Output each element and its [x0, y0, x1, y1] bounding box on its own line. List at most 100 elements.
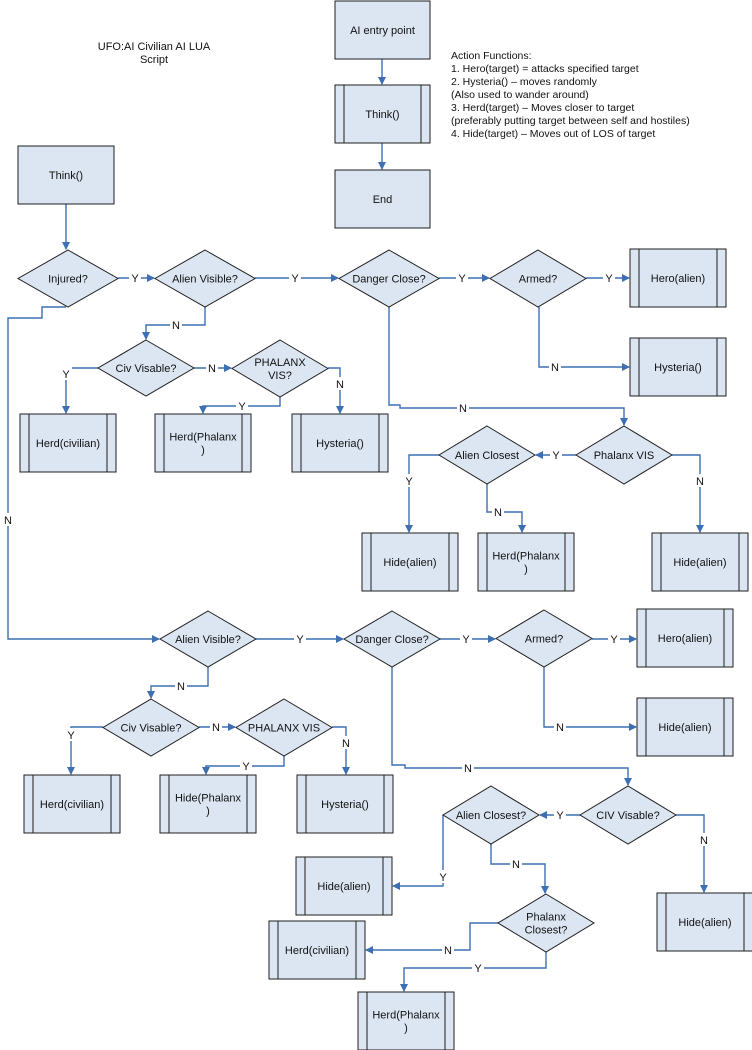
edge-label-background: [236, 399, 248, 412]
edge-label-background: [334, 377, 346, 390]
process-box: [629, 248, 727, 308]
edge-label-yes: Y: [556, 810, 564, 822]
edge-label-no: N: [177, 681, 185, 693]
edge-label-no: N: [464, 763, 472, 775]
node-hide-alien-2: Hide(alien): [651, 532, 749, 592]
edge-label-background: [462, 761, 474, 774]
edge-alien_closest_2-to-hide_alien_4: [392, 815, 444, 890]
edge-label-yes: Y: [62, 369, 70, 381]
decision-diamond: [16, 249, 120, 308]
node-herd-civ-2: Herd(civilian): [23, 774, 121, 834]
edge-label-no: N: [700, 835, 708, 847]
edge-label-no: N: [551, 362, 559, 374]
diagram-title: UFO:AI Civilian AI LUA Script: [80, 41, 228, 67]
node-label: Herd(civilian): [40, 799, 104, 811]
node-label: Herd(civilian): [285, 945, 349, 957]
node-alien-closest-2: Alien Closest?: [442, 785, 540, 845]
node-herd-civ-1: Herd(civilian): [19, 413, 117, 473]
node-label: ): [201, 445, 205, 457]
node-alien-vis-1: Alien Visible?: [153, 249, 257, 308]
edge-label-background: [206, 361, 218, 374]
edge-label-background: [294, 632, 306, 645]
node-label: Closest?: [525, 925, 568, 937]
node-label: ): [206, 806, 210, 818]
edge-phalanx_vis_3-to-hysteria_3: [332, 726, 350, 775]
node-entry: AI entry point: [334, 0, 431, 60]
node-label: PHALANX VIS: [248, 723, 320, 735]
edge-label-background: [210, 720, 222, 733]
edge-label-background: [492, 505, 504, 518]
edge-label-background: [457, 401, 469, 414]
edge-label-yes: Y: [242, 761, 250, 773]
edge-label-no: N: [494, 507, 502, 519]
node-label: Danger Close?: [352, 274, 425, 286]
node-civ-vis-2: Civ Visable?: [102, 698, 200, 757]
node-label: Alien Visible?: [172, 274, 238, 286]
legend-line: 2. Hysteria() – moves randomly: [451, 76, 597, 88]
decision-diamond: [159, 610, 257, 668]
node-label: Hide(Phalanx: [175, 793, 242, 805]
edge-label-background: [608, 632, 620, 645]
node-civ-vis-3: CIV Visable?: [579, 785, 677, 845]
node-herd-phalanx-2: Herd(Phalanx): [477, 532, 575, 592]
edge-label-background: [60, 367, 72, 380]
process-box: [154, 413, 252, 473]
edge-label-yes: Y: [296, 634, 304, 646]
edge-label-no: N: [4, 515, 12, 527]
node-label: Hide(alien): [678, 917, 731, 929]
edge-label-yes: Y: [552, 450, 560, 462]
edge-label-background: [698, 833, 710, 846]
node-danger-1: Danger Close?: [337, 249, 441, 308]
legend-line: 1. Hero(target) = attacks specified targ…: [451, 63, 639, 75]
edge-label-background: [2, 513, 14, 526]
decision-diamond: [235, 698, 333, 757]
node-label: Hide(alien): [673, 557, 726, 569]
edge-label-background: [550, 448, 562, 461]
node-label: Herd(civilian): [36, 438, 100, 450]
node-label: Alien Closest: [455, 450, 519, 462]
node-label: Think(): [365, 109, 399, 121]
decision-diamond: [497, 893, 595, 953]
node-label: PHALANX: [254, 357, 306, 369]
node-think-left: Think(): [17, 145, 115, 205]
edge-armed_1-to-hysteria_1: [538, 307, 630, 371]
node-hero-2: Hero(alien): [636, 608, 734, 668]
node-label: Civ Visable?: [116, 363, 177, 375]
node-label: VIS?: [268, 370, 292, 382]
decision-diamond: [442, 785, 540, 845]
node-label: Herd(Phalanx: [492, 551, 560, 563]
node-label: Herd(Phalanx: [372, 1010, 440, 1022]
node-hide-alien-4: Hide(alien): [295, 856, 393, 916]
edge-label-background: [129, 271, 141, 284]
diagram-title-line: UFO:AI Civilian AI LUA: [97, 41, 211, 53]
decision-diamond: [579, 785, 677, 845]
process-box: [629, 337, 727, 397]
decision-diamond: [97, 339, 195, 397]
process-box: [291, 413, 389, 473]
node-label: Civ Visable?: [121, 723, 182, 735]
edge-label-background: [175, 679, 187, 692]
edge-label-no: N: [556, 722, 564, 734]
decision-diamond: [343, 610, 441, 668]
terminal-box: [334, 169, 431, 229]
node-herd-phalanx-3: Herd(Phalanx): [357, 991, 455, 1050]
node-armed-1: Armed?: [489, 249, 587, 308]
edge-label-yes: Y: [291, 273, 299, 285]
edge-label-no: N: [336, 379, 344, 391]
node-label: Danger Close?: [355, 634, 428, 646]
edge-phalanx_vis_2-to-hide_alien_2: [672, 454, 704, 533]
process-box: [296, 774, 394, 834]
node-hide-alien-3: Hide(alien): [636, 697, 734, 757]
edge-label-background: [437, 870, 449, 883]
edge-civ_vis_2-to-herd_civ_2: [67, 726, 103, 775]
edge-label-no: N: [212, 722, 220, 734]
edge-label-no: N: [459, 403, 467, 415]
node-label: CIV Visable?: [596, 810, 659, 822]
process-box: [651, 532, 749, 592]
decision-diamond: [231, 339, 329, 398]
edge-label-background: [403, 474, 415, 487]
edge-label-background: [460, 632, 472, 645]
node-label: Herd(Phalanx: [169, 432, 237, 444]
